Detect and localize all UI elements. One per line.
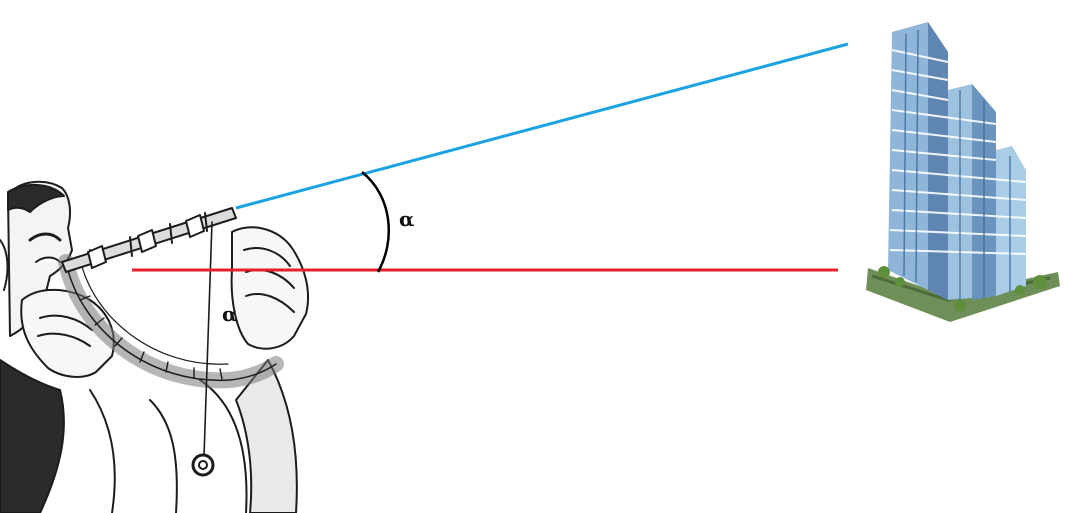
observer-right-hand — [232, 227, 308, 348]
observer-illustration — [0, 182, 308, 513]
building-icon — [866, 22, 1060, 322]
line-of-sight — [236, 44, 848, 208]
building-tower-right — [996, 146, 1026, 296]
angle-label-main: α — [399, 207, 414, 231]
clinometer-plumb-line — [204, 222, 212, 456]
observer-sleeve — [0, 360, 64, 513]
angle-arc — [362, 172, 389, 272]
angle-label-instrument: α — [222, 302, 237, 326]
